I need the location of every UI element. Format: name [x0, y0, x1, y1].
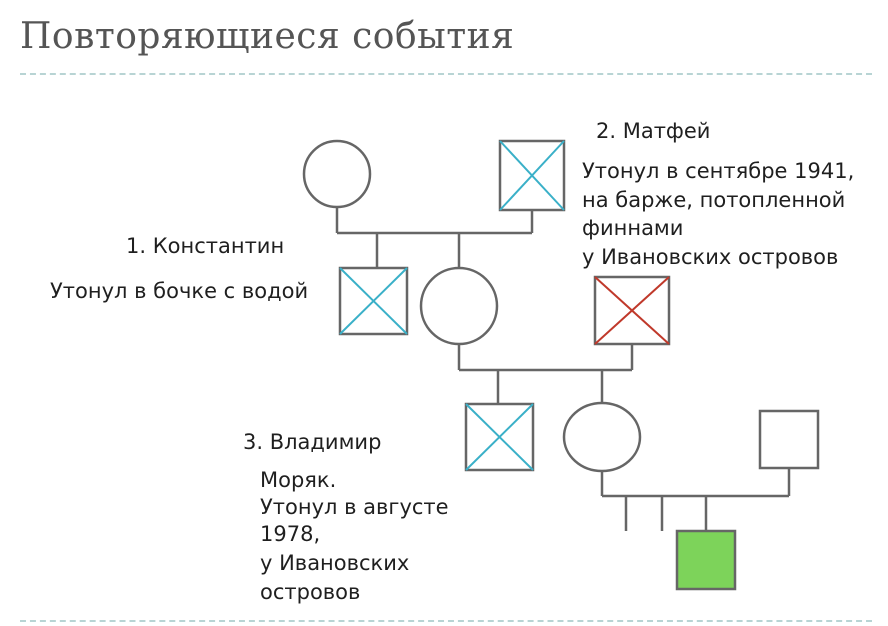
- page-title: Повторяющиеся события: [20, 16, 515, 57]
- konstantin-note-1: Утонул в бочке с водой: [50, 279, 309, 303]
- matfey-note-2: на барже, потопленной: [582, 188, 846, 212]
- vladimir-note-2: Утонул в августе: [260, 495, 449, 519]
- vladimir-name: 3. Владимир: [243, 430, 382, 454]
- gen2-female: [419, 266, 499, 346]
- vladimir-note-1: Моряк.: [260, 468, 337, 492]
- proband-symbol: [675, 529, 737, 591]
- konstantin-name: 1. Константин: [126, 234, 285, 258]
- gen3-male: [758, 409, 820, 470]
- matfey-note-3: финнами: [582, 216, 684, 240]
- matfey-symbol: [498, 139, 566, 212]
- vladimir-note-4: у Ивановских: [260, 551, 410, 575]
- bottom-divider: [20, 620, 872, 622]
- gen3-female: [562, 401, 642, 473]
- vladimir-note-3: 1978,: [260, 522, 321, 546]
- vladimir-symbol: [464, 402, 535, 472]
- matfey-name: 2. Матфей: [596, 119, 711, 143]
- top-divider: [20, 73, 872, 75]
- gen2-male-red-cross: [593, 275, 671, 346]
- connector-lines: [335, 207, 791, 531]
- matfey-note-1: Утонул в сентябре 1941,: [582, 159, 855, 183]
- gen1-female: [302, 139, 372, 209]
- konstantin-symbol: [338, 266, 409, 336]
- vladimir-note-5: островов: [260, 580, 361, 604]
- matfey-note-4: у Ивановских островов: [582, 245, 839, 269]
